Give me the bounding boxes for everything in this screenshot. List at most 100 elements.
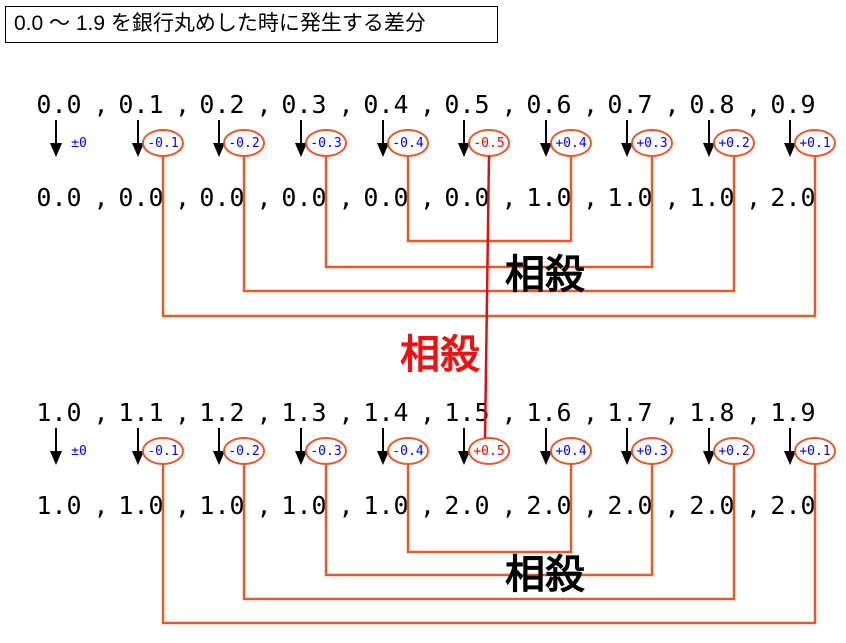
cancel-connector xyxy=(324,156,654,269)
diff-badge-0-8: +0.2 xyxy=(718,136,749,151)
diff-badge-1-1: -0.1 xyxy=(147,444,178,459)
diff-badge-1-6: +0.4 xyxy=(555,444,586,459)
source-separator: , xyxy=(583,90,598,119)
source-value-0-0: 0.0 xyxy=(36,90,81,119)
rounded-separator: , xyxy=(583,183,598,212)
cancel-label-0: 相殺 xyxy=(505,252,585,298)
diff-badge-0-0: ±0 xyxy=(71,136,87,151)
source-value-0-5: 0.5 xyxy=(444,90,489,119)
rounded-separator: , xyxy=(175,183,190,212)
source-separator: , xyxy=(420,90,435,119)
down-arrow-icon xyxy=(295,143,307,157)
rounded-value-0-4: 0.0 xyxy=(363,183,408,212)
rounded-value-0-1: 0.0 xyxy=(118,183,163,212)
source-value-0-4: 0.4 xyxy=(363,90,408,119)
source-value-1-4: 1.4 xyxy=(363,398,408,427)
source-separator: , xyxy=(175,398,190,427)
source-value-1-9: 1.9 xyxy=(770,398,815,427)
cancel-connector xyxy=(161,156,817,318)
rounded-value-0-0: 0.0 xyxy=(36,183,81,212)
down-arrow-icon xyxy=(295,451,307,465)
cancel-connector xyxy=(406,156,573,243)
source-value-1-1: 1.1 xyxy=(118,398,163,427)
rounded-value-0-7: 1.0 xyxy=(607,183,652,212)
rounded-separator: , xyxy=(338,183,353,212)
rounded-separator: , xyxy=(338,491,353,520)
down-arrow-icon xyxy=(132,143,144,157)
diff-badge-0-7: +0.3 xyxy=(636,136,667,151)
diff-badge-0-4: -0.4 xyxy=(392,136,423,151)
down-arrow-icon xyxy=(213,143,225,157)
rounded-value-1-5: 2.0 xyxy=(444,491,489,520)
down-arrow-icon xyxy=(784,451,796,465)
source-value-1-3: 1.3 xyxy=(281,398,326,427)
down-arrow-icon xyxy=(132,451,144,465)
source-value-0-8: 0.8 xyxy=(689,90,734,119)
down-arrow-icon xyxy=(458,143,470,157)
diagram-title: 0.0 ～ 1.9 を銀行丸めした時に発生する差分 xyxy=(5,6,498,43)
source-separator: , xyxy=(746,90,761,119)
cancel-label-1: 相殺 xyxy=(505,552,585,598)
source-separator: , xyxy=(420,398,435,427)
rounded-value-1-6: 2.0 xyxy=(526,491,571,520)
down-arrow-icon xyxy=(377,143,389,157)
rounded-separator: , xyxy=(501,183,516,212)
diff-badge-1-0: ±0 xyxy=(71,444,87,459)
rounded-separator: , xyxy=(664,491,679,520)
rounded-value-0-9: 2.0 xyxy=(770,183,815,212)
rounded-value-1-0: 1.0 xyxy=(36,491,81,520)
source-separator: , xyxy=(501,398,516,427)
rounded-value-0-2: 0.0 xyxy=(199,183,244,212)
source-value-1-7: 1.7 xyxy=(607,398,652,427)
diff-ellipse xyxy=(468,437,510,465)
rounded-separator: , xyxy=(664,183,679,212)
rounded-separator: , xyxy=(93,183,108,212)
source-separator: , xyxy=(175,90,190,119)
rounded-value-0-6: 1.0 xyxy=(526,183,571,212)
source-value-1-5: 1.5 xyxy=(444,398,489,427)
source-separator: , xyxy=(256,90,271,119)
source-separator: , xyxy=(664,398,679,427)
source-separator: , xyxy=(583,398,598,427)
rounded-separator: , xyxy=(420,183,435,212)
rounded-value-1-7: 2.0 xyxy=(607,491,652,520)
diff-badge-1-9: +0.1 xyxy=(799,444,830,459)
cancel-connector xyxy=(242,464,736,601)
diff-badge-0-6: +0.4 xyxy=(555,136,586,151)
diff-badge-1-8: +0.2 xyxy=(718,444,749,459)
rounded-separator: , xyxy=(746,183,761,212)
rounded-separator: , xyxy=(93,491,108,520)
source-value-0-3: 0.3 xyxy=(281,90,326,119)
rounded-value-1-3: 1.0 xyxy=(281,491,326,520)
source-value-0-1: 0.1 xyxy=(118,90,163,119)
down-arrow-icon xyxy=(458,451,470,465)
source-value-0-9: 0.9 xyxy=(770,90,815,119)
source-separator: , xyxy=(501,90,516,119)
rounded-separator: , xyxy=(501,491,516,520)
diff-badge-0-3: -0.3 xyxy=(310,136,341,151)
down-arrow-icon xyxy=(784,143,796,157)
source-separator: , xyxy=(664,90,679,119)
cancel-connector xyxy=(324,464,654,577)
source-value-1-0: 1.0 xyxy=(36,398,81,427)
source-value-0-6: 0.6 xyxy=(526,90,571,119)
source-value-1-6: 1.6 xyxy=(526,398,571,427)
rounded-value-0-5: 0.0 xyxy=(444,183,489,212)
diff-badge-0-1: -0.1 xyxy=(147,136,178,151)
down-arrow-icon xyxy=(377,451,389,465)
down-arrow-icon xyxy=(50,143,62,157)
down-arrow-icon xyxy=(540,451,552,465)
rounded-value-1-1: 1.0 xyxy=(118,491,163,520)
diff-badge-1-7: +0.3 xyxy=(636,444,667,459)
source-separator: , xyxy=(256,398,271,427)
down-arrow-icon xyxy=(213,451,225,465)
diff-badge-1-2: -0.2 xyxy=(228,444,259,459)
rounded-separator: , xyxy=(583,491,598,520)
middle-cancel-label: 相殺 xyxy=(400,332,480,378)
down-arrow-icon xyxy=(50,451,62,465)
rounded-value-0-8: 1.0 xyxy=(689,183,734,212)
rounded-value-1-4: 1.0 xyxy=(363,491,408,520)
down-arrow-icon xyxy=(621,143,633,157)
source-separator: , xyxy=(93,398,108,427)
